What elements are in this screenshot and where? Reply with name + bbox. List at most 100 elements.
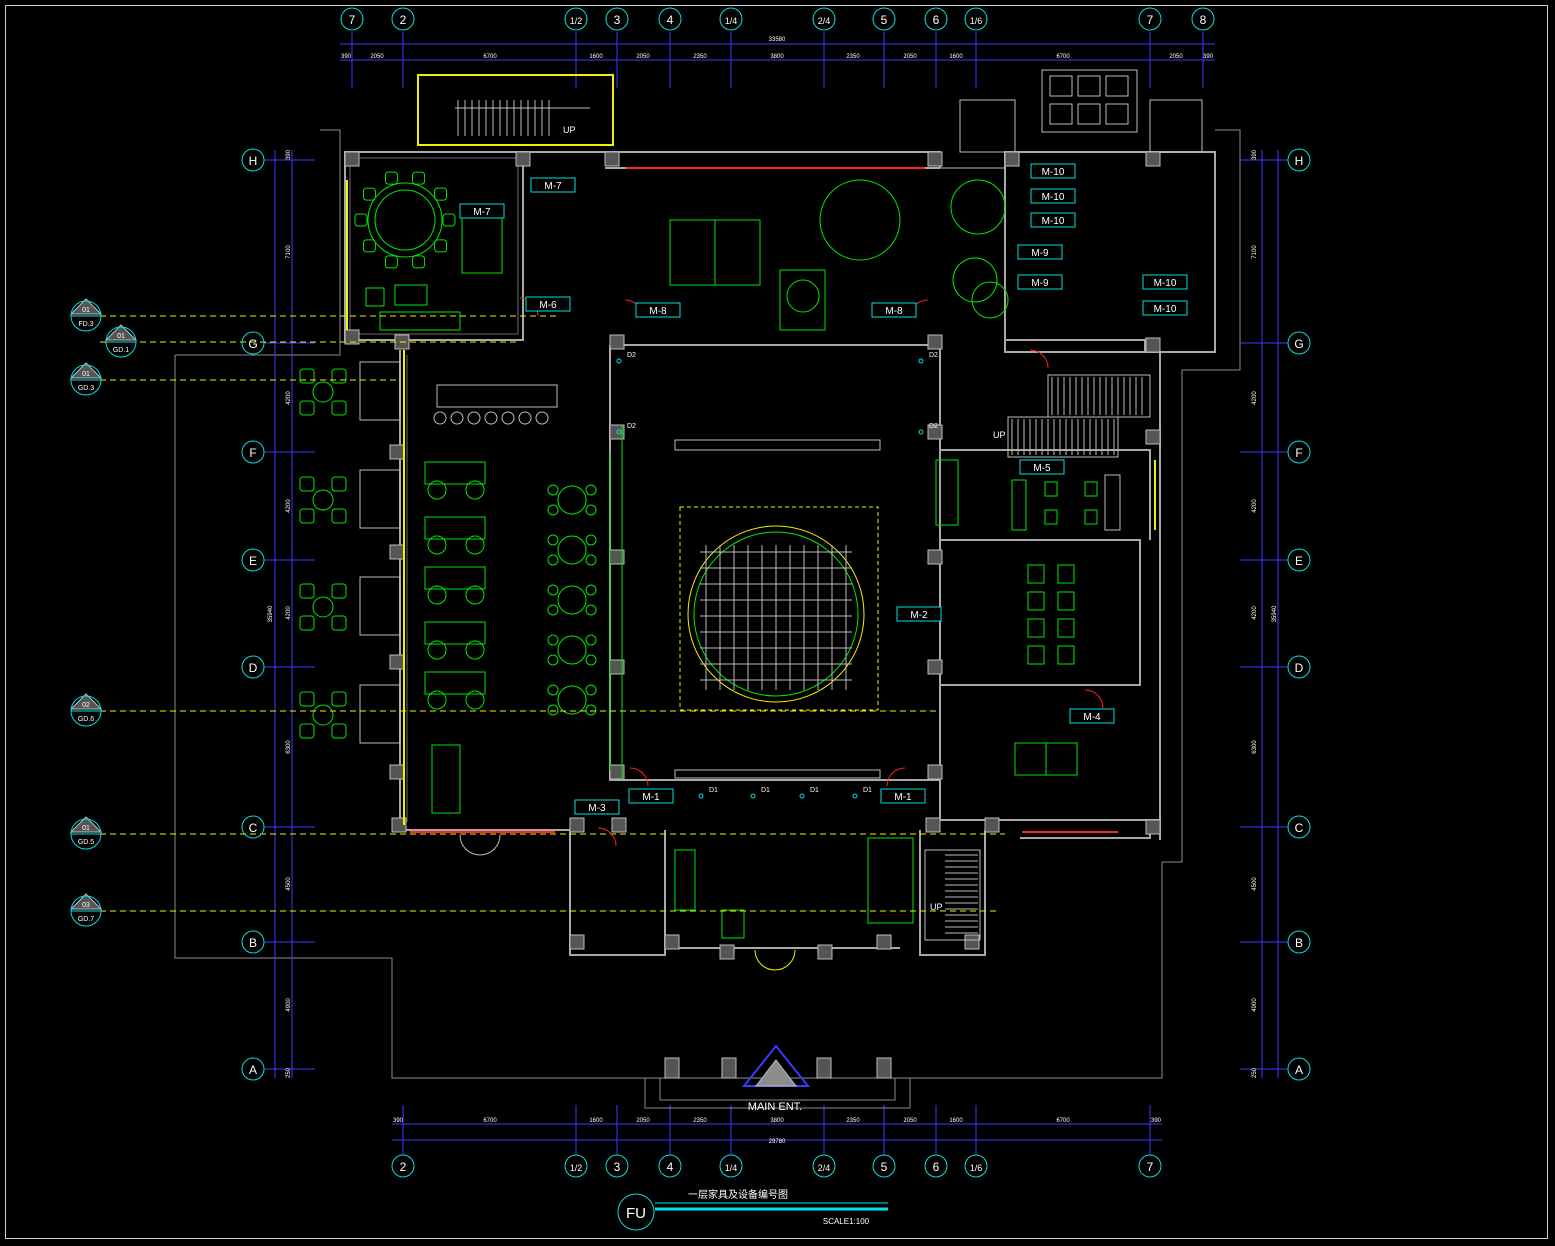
section-number: 01 [82, 825, 90, 832]
meeting-seat [1057, 564, 1075, 584]
grid-label-top: 7 [349, 13, 356, 27]
dim-left-segment: 4900 [286, 998, 292, 1012]
stair-up-label-east: UP [993, 430, 1006, 440]
dim-right-segment: 4200 [1252, 391, 1258, 405]
dim-bottom-segment: 1600 [949, 1118, 963, 1124]
column [604, 151, 620, 167]
grid-bubble-bottom [564, 1154, 588, 1178]
main-entrance: MAIN ENT. [644, 1044, 911, 1113]
door-tag-box [1030, 212, 1076, 228]
dim-bottom-segment: 3800 [770, 1118, 784, 1124]
dim-top-segment: 390 [1203, 54, 1214, 60]
south-stair: UP [924, 849, 981, 941]
door-swing [886, 767, 906, 787]
dim-left-segment: 4200 [286, 391, 292, 405]
dim-bottom-segment: 390 [393, 1118, 404, 1124]
armchair [465, 640, 485, 660]
armchair [427, 535, 447, 555]
dim-top-segment: 1600 [949, 54, 963, 60]
sofa [424, 621, 486, 645]
column [1145, 151, 1161, 167]
terrace-chair [299, 508, 315, 524]
dim-top-segment: 2050 [903, 54, 917, 60]
door-tag-box [1017, 244, 1063, 260]
drawing-scale: SCALE1:100 [823, 1217, 870, 1226]
column [515, 151, 531, 167]
grid-label-top: 6 [933, 13, 940, 27]
office-chair [1084, 481, 1098, 497]
cafe-table [557, 635, 587, 665]
sofa [424, 461, 486, 485]
door-tag-label: M-2 [910, 610, 928, 621]
grid-label-top: 2/4 [818, 16, 831, 26]
grid-label-top: 1/4 [725, 16, 738, 26]
section-arrow [69, 362, 103, 379]
door-tag-label: M-10 [1042, 216, 1065, 227]
dim-right-segment: 250 [1252, 1067, 1258, 1078]
equipment-symbol [616, 429, 622, 435]
ne-fixture-grid [959, 69, 1203, 153]
grid-label-top: 8 [1200, 13, 1207, 27]
terrace-chair [331, 400, 347, 416]
equipment-symbol [799, 793, 805, 799]
door-tag-label: M-7 [473, 207, 491, 218]
door-swing [1029, 349, 1049, 369]
door-tag-box [1017, 274, 1063, 290]
terrace-chair [331, 691, 347, 707]
dining-chair [362, 187, 376, 201]
terrace-planter [359, 361, 401, 421]
meeting-seat [1027, 618, 1045, 638]
door-tag-label: M-4 [1083, 712, 1101, 723]
dim-right-overall: 35940 [1272, 605, 1278, 622]
section-sheet: GD.7 [78, 916, 94, 923]
grid-label-left: E [249, 554, 257, 568]
dim-right-segment: 6300 [1252, 740, 1258, 754]
door-tag-label: M-1 [642, 792, 660, 803]
dim-right-segment: 4200 [1252, 499, 1258, 513]
door-tag-box [1142, 300, 1188, 316]
equipment-symbol [616, 358, 622, 364]
cafe-chair [547, 554, 559, 566]
door-tag-label: M-10 [1042, 192, 1065, 203]
terrace-chair [299, 400, 315, 416]
dim-bottom-segment: 2350 [693, 1118, 707, 1124]
door-tag-box [459, 203, 505, 219]
dim-bottom-segment: 1600 [589, 1118, 603, 1124]
column [1145, 337, 1161, 353]
terrace-chair [299, 476, 315, 492]
column [344, 329, 360, 345]
door-tag-label: M-9 [1031, 278, 1049, 289]
grid-bubble-left [241, 930, 265, 954]
door-tag-label: M-5 [1033, 463, 1051, 474]
terrace-chair [331, 476, 347, 492]
door-tag-label: M-10 [1154, 304, 1177, 315]
dim-bottom-segment: 6700 [1056, 1118, 1070, 1124]
bar-stool [450, 411, 464, 425]
dim-bottom-segment: 2050 [903, 1118, 917, 1124]
door-tag-box [635, 302, 681, 318]
section-sheet: GD.3 [78, 385, 94, 392]
courtyard-pattern [700, 545, 852, 690]
section-arrow [104, 324, 138, 341]
equipment-tag-label: D1 [761, 787, 770, 794]
grid-label-top: 7 [1147, 13, 1154, 27]
door-swing [459, 834, 501, 856]
grid-label-top: 5 [881, 13, 888, 27]
meeting-seat [1027, 591, 1045, 611]
equipment-tag-label: D2 [929, 352, 938, 359]
dining-chair [442, 213, 456, 227]
armchair [465, 690, 485, 710]
grid-bubble-top [719, 7, 743, 31]
column [389, 544, 405, 560]
meeting-seat [1057, 645, 1075, 665]
column [391, 817, 407, 833]
grid-label-bottom: 2/4 [818, 1163, 831, 1173]
bar-stool [467, 411, 481, 425]
dim-top-overall: 33580 [769, 37, 786, 43]
dim-top-segment: 2350 [846, 54, 860, 60]
cafe-chair [547, 534, 559, 546]
grid-bubble-top [924, 7, 948, 31]
drawing-border [5, 5, 1548, 1239]
